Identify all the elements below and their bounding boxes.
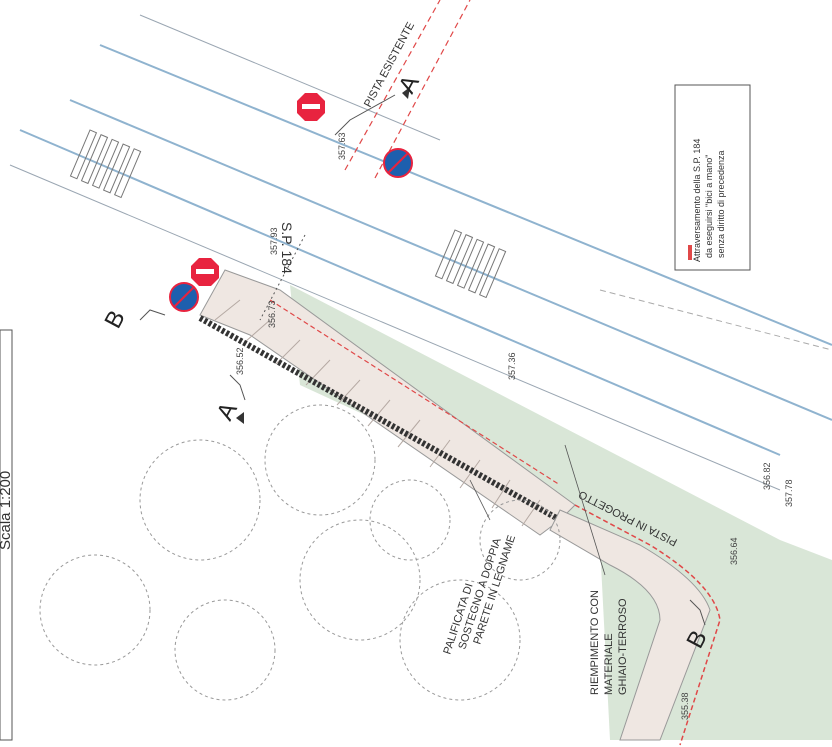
zebra-crossing-right — [434, 229, 507, 299]
svg-text:GHIAIO-TERROSO: GHIAIO-TERROSO — [617, 598, 629, 695]
legend-line-3: senza diritto di precedenza — [716, 150, 726, 258]
svg-text:356.73: 356.73 — [267, 300, 277, 328]
svg-text:356.64: 356.64 — [729, 537, 739, 565]
palisade-leader-line — [469, 479, 491, 521]
road-lines — [9, 14, 832, 491]
svg-text:MATERIALE: MATERIALE — [603, 633, 615, 695]
fill-material-label: RIEMPIMENTO CON MATERIALE GHIAIO-TERROSO — [589, 590, 629, 695]
elevation-labels: 357.63 357.93 356.73 356.52 357.36 356.8… — [235, 132, 794, 720]
svg-text:356.52: 356.52 — [235, 347, 245, 375]
svg-text:357.78: 357.78 — [784, 479, 794, 507]
svg-text:357.36: 357.36 — [507, 352, 517, 380]
zebra-crossing-left — [69, 129, 142, 199]
tree-symbols — [39, 404, 561, 701]
existing-path-label: PISTA ESISTENTE — [362, 20, 417, 109]
section-label-b-left: B — [99, 306, 130, 333]
road-name-label: S.P. 184 — [279, 222, 295, 274]
svg-text:RIEMPIMENTO CON: RIEMPIMENTO CON — [589, 590, 601, 695]
palisade-label: PALIFICATA DI SOSTEGNO A DOPPIA PARETE I… — [441, 534, 518, 656]
fill-leader-line — [564, 444, 606, 576]
legend-line-2: da eseguirsi "bici a mano" — [704, 155, 714, 258]
svg-text:357.63: 357.63 — [337, 132, 347, 160]
existing-path-lines — [344, 0, 471, 179]
svg-text:356.82: 356.82 — [762, 462, 772, 490]
section-arrows — [236, 87, 410, 424]
palisade-wall — [198, 315, 562, 523]
stop-sign-icon — [191, 258, 219, 286]
reference-line — [599, 289, 832, 351]
red-path-edge-inner — [269, 299, 561, 486]
stop-sign-icon — [297, 93, 325, 121]
section-line-b — [139, 309, 706, 626]
projected-path-curve — [549, 509, 711, 741]
no-stopping-sign-icon — [169, 282, 199, 312]
svg-text:355.38: 355.38 — [680, 692, 690, 720]
legend-box: Attraversamento della S.P. 184 da esegui… — [674, 84, 751, 271]
scale-label: Scala 1:200 — [0, 471, 14, 550]
section-label-a-bottom: A — [211, 398, 242, 425]
no-stopping-sign-icon — [383, 148, 413, 178]
scale-box: Scala 1:200 — [0, 329, 14, 741]
section-line-a — [229, 94, 396, 401]
legend-line-1: Attraversamento della S.P. 184 — [692, 139, 702, 262]
svg-text:357.93: 357.93 — [269, 227, 279, 255]
red-path-edge — [574, 504, 721, 746]
